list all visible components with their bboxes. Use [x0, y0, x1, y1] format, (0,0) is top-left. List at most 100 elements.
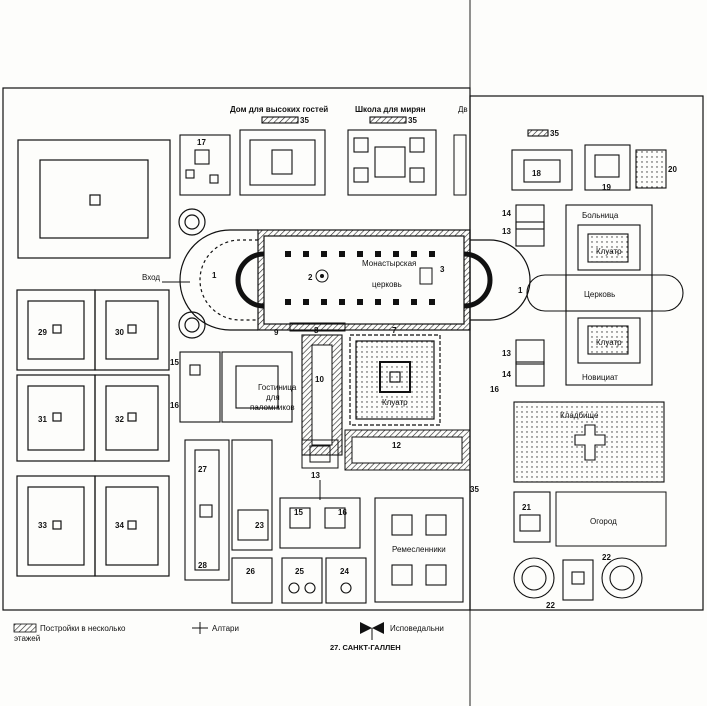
monastery-church	[235, 229, 493, 331]
label-cloister: Клуатр	[382, 398, 408, 407]
label-20: 20	[668, 165, 677, 174]
guest-house	[239, 116, 326, 196]
label-pilgrim-line3: паломников	[250, 403, 295, 412]
legend-altars: Алтари	[212, 624, 239, 633]
label-garden: Огород	[590, 517, 617, 526]
label-23: 23	[255, 521, 264, 530]
label-hospital: Больница	[582, 211, 619, 220]
label-1-east: 1	[518, 286, 523, 295]
building-12	[344, 429, 471, 471]
legend-multi-storey-line1: Постройки в несколько	[40, 624, 126, 633]
tower-south	[178, 311, 206, 339]
tower-north	[178, 208, 206, 236]
west-paradise	[179, 229, 258, 331]
building-20	[635, 149, 667, 189]
buildings-15-16-center	[279, 497, 361, 549]
label-2: 2	[308, 273, 313, 282]
label-7: 7	[392, 326, 397, 335]
label-13-right-bottom: 13	[502, 349, 511, 358]
main-cloister	[349, 334, 441, 426]
legend-confessionals: Исповедальни	[390, 624, 444, 633]
label-church-line1: Монастырская	[362, 259, 416, 268]
label-guest-house: Дом для высоких гостей	[230, 105, 328, 114]
building-8	[289, 322, 346, 332]
label-24: 24	[340, 567, 349, 576]
building-19	[584, 144, 631, 191]
label-16-right: 16	[490, 385, 499, 394]
label-34: 34	[115, 521, 124, 530]
building-10	[301, 334, 343, 456]
label-17: 17	[197, 138, 206, 147]
label-22-right: 22	[602, 553, 611, 562]
plan-frame-right	[469, 95, 704, 611]
buildings-24-26	[231, 557, 367, 604]
label-door-partial: Дв	[458, 105, 468, 114]
lay-school	[347, 116, 437, 196]
building-21	[513, 491, 551, 543]
legend: Постройки в несколько этажей Алтари Испо…	[13, 622, 444, 643]
label-16-left: 16	[170, 401, 179, 410]
label-lay-school: Школа для мирян	[355, 105, 426, 114]
confessional-icon	[360, 622, 384, 640]
label-pilgrim-line1: Гостиница	[258, 383, 297, 392]
label-13-bottom: 13	[311, 471, 320, 480]
label-15-left: 15	[170, 358, 179, 367]
label-novitiate: Новициат	[582, 373, 618, 382]
craftsmen-building	[374, 497, 464, 603]
label-35-guest: 35	[300, 116, 309, 125]
east-paradise	[470, 239, 531, 321]
label-32: 32	[115, 415, 124, 424]
building-23	[231, 439, 273, 551]
label-church-line2: церковь	[372, 280, 402, 289]
legend-multi-storey-line2: этажей	[14, 634, 40, 643]
label-3: 3	[440, 265, 445, 274]
label-18: 18	[532, 169, 541, 178]
label-craftsmen: Ремесленники	[392, 545, 446, 554]
label-33: 33	[38, 521, 47, 530]
label-22-left: 22	[546, 601, 555, 610]
figure-caption: 27. САНКТ-ГАЛЛЕН	[330, 643, 401, 652]
cemetery	[513, 401, 665, 483]
altar-icon	[192, 622, 208, 634]
label-15-center: 15	[294, 508, 303, 517]
label-21: 21	[522, 503, 531, 512]
buildings-29-34	[16, 289, 170, 577]
label-cloister-small-1: Клуатр	[596, 247, 622, 256]
label-14-bottom: 14	[502, 370, 511, 379]
label-1-west: 1	[212, 271, 217, 280]
label-27: 27	[198, 465, 207, 474]
building-18	[511, 129, 573, 191]
building-17	[179, 134, 231, 196]
label-30: 30	[115, 328, 124, 337]
pilgrims-house	[179, 351, 293, 423]
label-cemetery: Кладбище	[560, 411, 599, 420]
vegetable-garden	[555, 491, 667, 547]
label-26: 26	[246, 567, 255, 576]
legend-hatch-swatch	[13, 623, 37, 633]
label-church-small: Церковь	[584, 290, 615, 299]
building-top-left	[17, 139, 171, 259]
label-entrance: Вход	[142, 273, 160, 282]
label-28: 28	[198, 561, 207, 570]
label-10: 10	[315, 375, 324, 384]
label-16-center: 16	[338, 508, 347, 517]
buildings-22	[513, 557, 643, 601]
buildings-27-28	[184, 439, 230, 581]
label-14-top: 14	[502, 209, 511, 218]
building-13-bottom	[301, 439, 339, 469]
label-35-spine: 35	[470, 485, 479, 494]
label-cloister-small-2: Клуатр	[596, 338, 622, 347]
label-13-right-top: 13	[502, 227, 511, 236]
building-edge	[453, 134, 467, 196]
label-35-right: 35	[550, 129, 559, 138]
label-25: 25	[295, 567, 304, 576]
label-19: 19	[602, 183, 611, 192]
label-35-school: 35	[408, 116, 417, 125]
small-buildings-right	[515, 204, 545, 387]
label-12: 12	[392, 441, 401, 450]
label-31: 31	[38, 415, 47, 424]
hospital-novitiate	[526, 204, 684, 386]
label-9: 9	[274, 328, 279, 337]
